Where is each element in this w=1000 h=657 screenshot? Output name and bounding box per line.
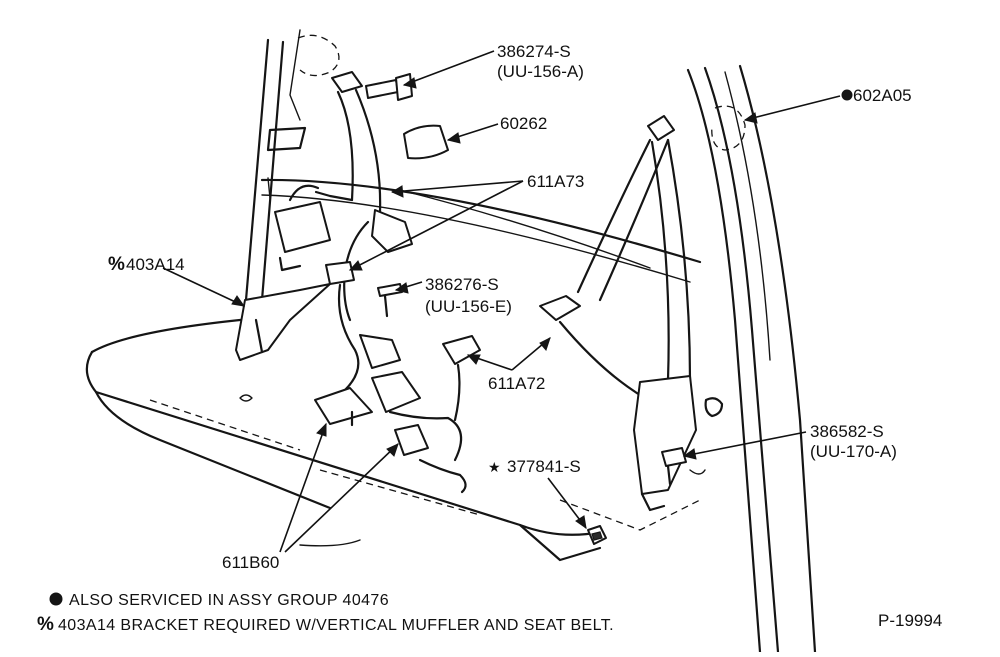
footnote-percent-symbol: % [37,614,54,635]
nut-377841s [587,525,607,545]
label-602a05-dot-icon [841,89,853,101]
bolt-386582s [661,447,687,486]
part-labels: 386274-S (UU-156-A) 60262 611A73 602A05 … [108,42,912,572]
label-403a14-percent: % [108,254,125,275]
seat-cushion [85,316,701,562]
label-386274s: 386274-S [497,42,571,61]
label-386582s: 386582-S [810,422,884,441]
footnote-percent-text: 403A14 BRACKET REQUIRED W/VERTICAL MUFFL… [58,617,614,634]
label-377841s: 377841-S [507,457,581,476]
bolt-386274s [365,73,413,101]
label-377841s-star-icon: ★ [488,459,501,475]
label-611a72: 611A72 [488,374,545,393]
left-retractor [274,184,331,272]
label-611b60: 611B60 [222,553,279,572]
leader-lines [162,50,841,553]
left-cab-pillar [244,29,340,302]
footnote-dot-text: ALSO SERVICED IN ASSY GROUP 40476 [69,592,389,609]
right-door-frame [686,64,817,654]
center-tongue-611a72 [442,335,481,422]
label-403a14: 403A14 [126,255,185,274]
label-386276s-code: (UU-156-E) [425,297,512,316]
footnote-dot-icon [49,592,63,606]
label-386276s: 386276-S [425,275,499,294]
label-602a05: 602A05 [853,86,912,105]
label-611a73: 611A73 [527,172,584,191]
figure-id: P-19994 [878,611,942,630]
label-386582s-code: (UU-170-A) [810,442,897,461]
bolt-386276s [377,283,403,318]
right-shoulder-belt [539,115,697,512]
label-60262: 60262 [500,114,547,133]
bracket-403a14 [235,283,331,361]
center-buckles-611b60 [314,261,467,494]
label-386274s-code: (UU-156-A) [497,62,584,81]
footnotes: ALSO SERVICED IN ASSY GROUP 40476 % 403A… [37,592,942,635]
cover-60262 [403,124,449,160]
